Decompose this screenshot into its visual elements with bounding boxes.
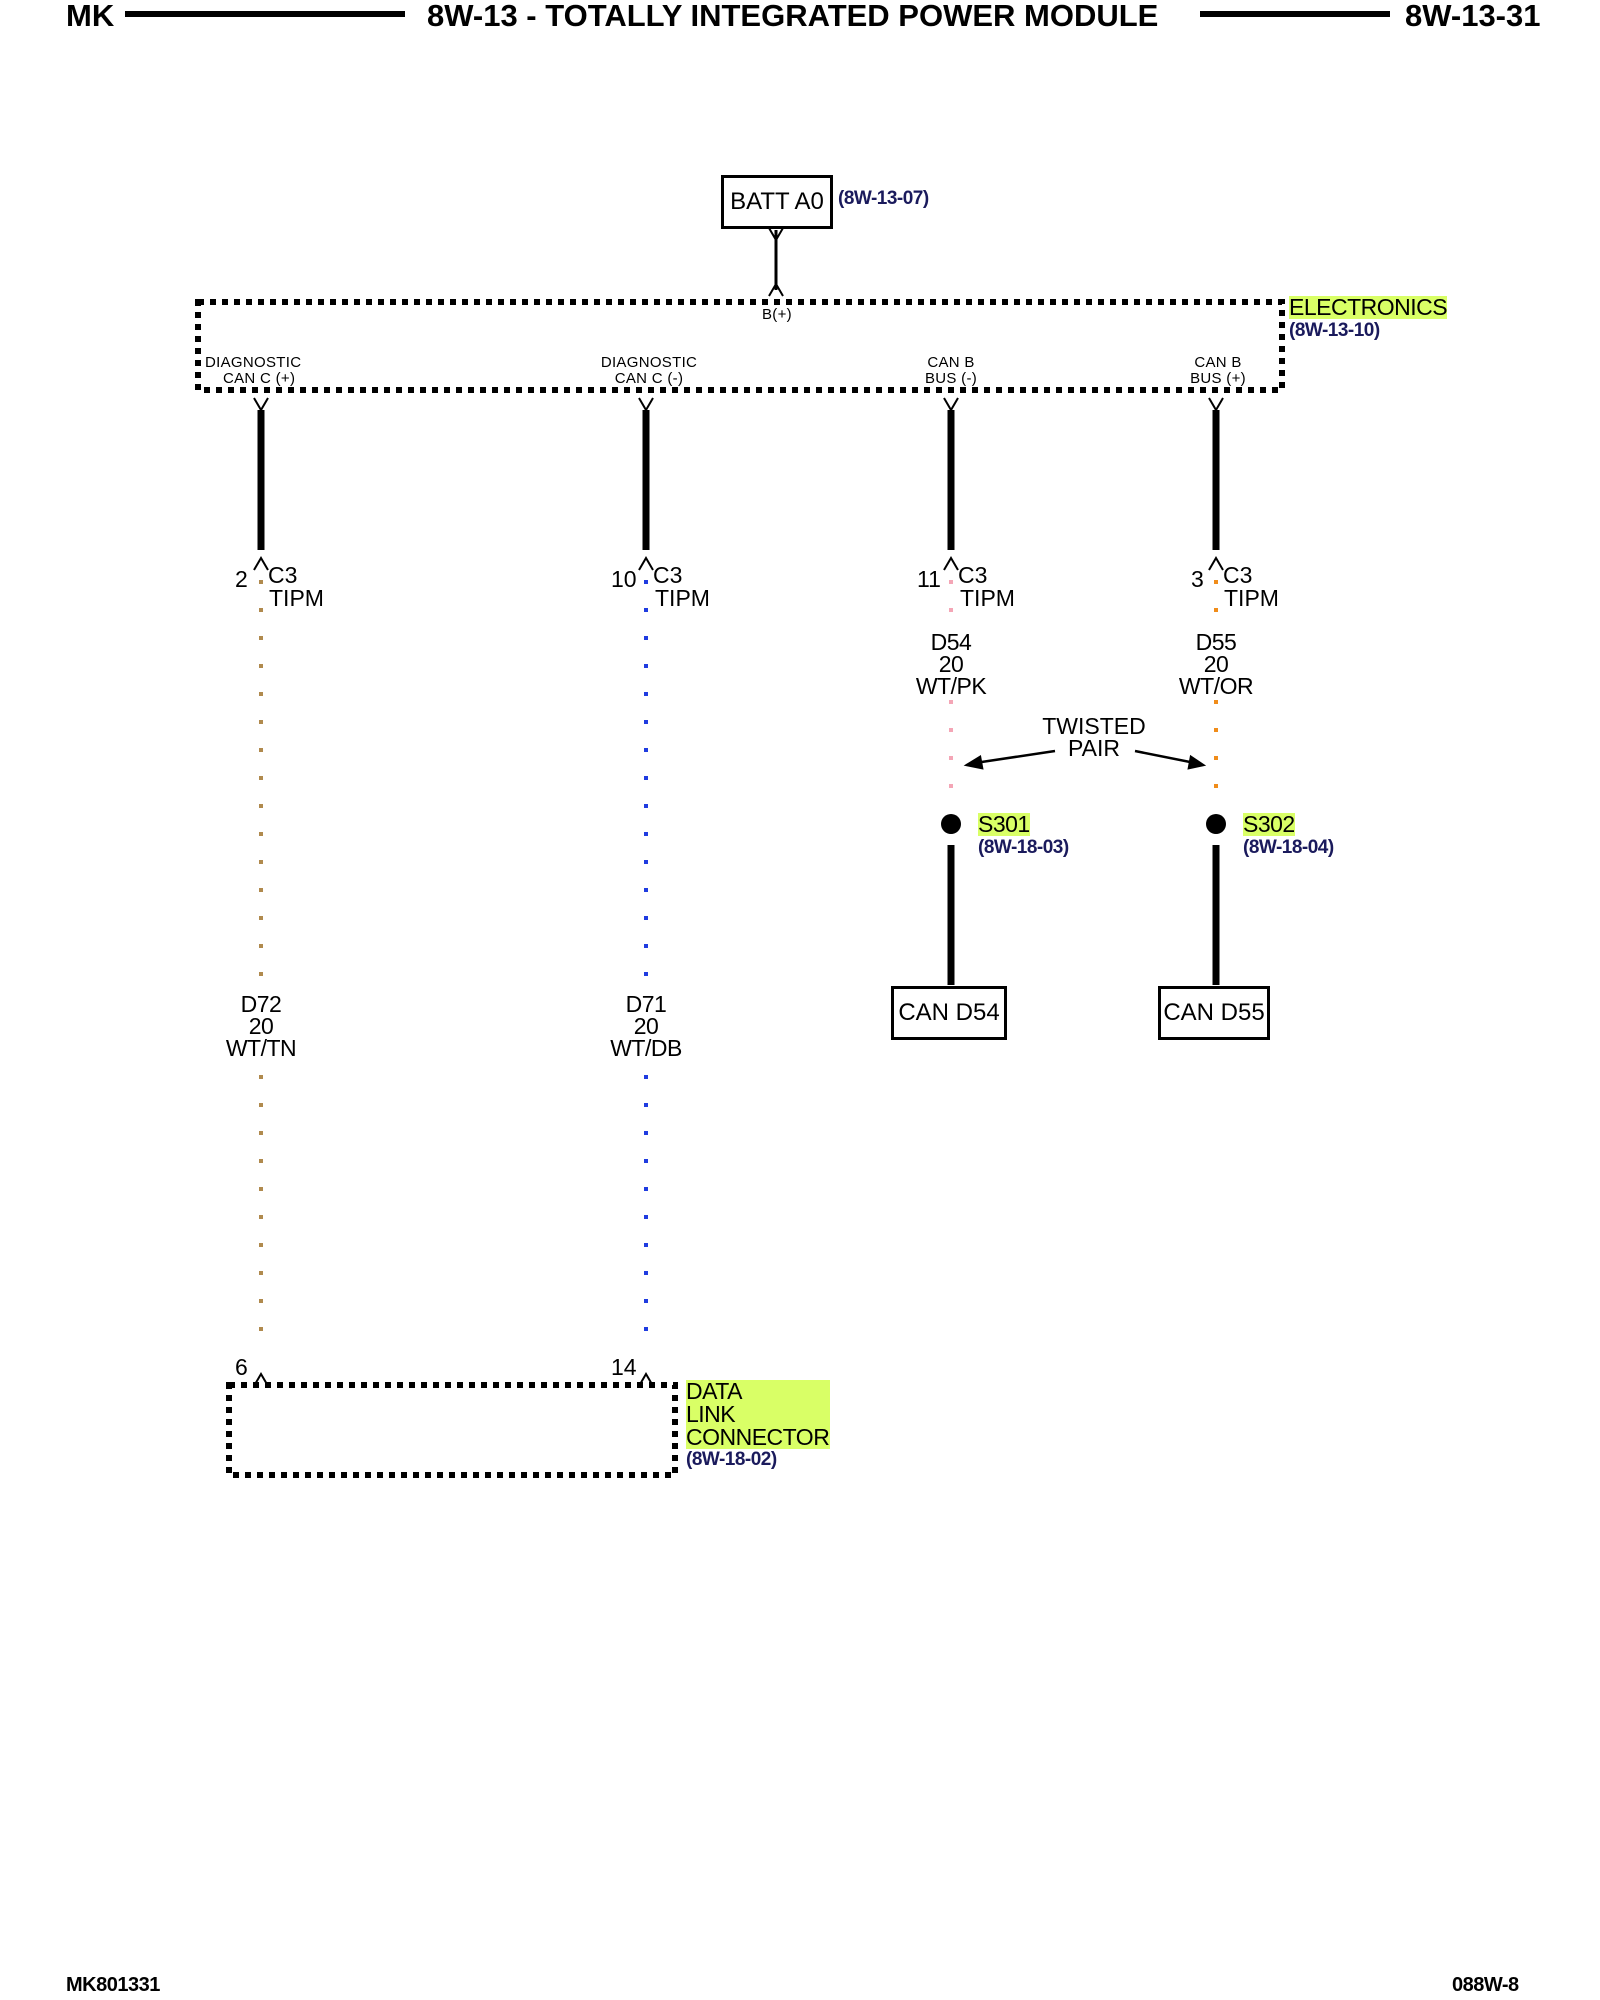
output-label-can-b-minus: CAN B BUS (-) <box>924 354 978 387</box>
splice-output-wires <box>947 845 1220 985</box>
tipm-pin-10: 10 <box>611 566 637 592</box>
splice-s302-ref: (8W-18-04) <box>1243 837 1334 858</box>
tipm-pin-3: 3 <box>1191 566 1204 592</box>
output-label-can-c-minus: DIAGNOSTIC CAN C (-) <box>600 354 698 387</box>
output-label-can-c-plus: DIAGNOSTIC CAN C (+) <box>205 354 302 387</box>
module-output-marks <box>253 397 1224 412</box>
splice-s301-ref: (8W-18-03) <box>978 837 1069 858</box>
electronics-input-pin: B(+) <box>762 306 792 323</box>
footer-right: 088W-8 <box>1452 1974 1519 1996</box>
header-rule-right <box>1200 11 1390 17</box>
electronics-ref: (8W-13-10) <box>1289 320 1380 341</box>
tipm-conn-c3-d: C3 <box>1223 562 1253 588</box>
splice-s302-dot <box>1206 814 1226 834</box>
header-rule-left <box>125 11 405 17</box>
electronics-module-outline <box>195 299 1285 393</box>
tipm-name-c: TIPM <box>960 585 1015 611</box>
tipm-conn-c3-b: C3 <box>653 562 683 588</box>
page-title: 8W-13 - TOTALLY INTEGRATED POWER MODULE <box>427 0 1159 33</box>
data-link-connector-label: DATA LINK CONNECTOR <box>686 1378 830 1450</box>
can-d54-box: CAN D54 <box>891 986 1007 1040</box>
header-left: MK <box>66 0 115 33</box>
header-right: 8W-13-31 <box>1405 0 1541 33</box>
output-label-can-b-plus: CAN B BUS (+) <box>1190 354 1246 387</box>
splice-s301-label: S301 <box>978 811 1030 837</box>
splice-s301-dot <box>941 814 961 834</box>
tipm-conn-c3-a: C3 <box>268 562 298 588</box>
dlc-pin-14: 14 <box>611 1354 637 1380</box>
tipm-feed-wires <box>257 410 1220 550</box>
tipm-pin-11: 11 <box>917 566 941 592</box>
tipm-connector-marks <box>253 556 1224 571</box>
data-link-connector-outline <box>226 1382 678 1478</box>
tipm-pin-2: 2 <box>235 566 248 592</box>
electronics-label: ELECTRONICS <box>1289 294 1448 320</box>
tipm-name-a: TIPM <box>269 585 324 611</box>
batt-terminal-mark <box>768 227 784 242</box>
batt-a0-box: BATT A0 <box>721 175 833 229</box>
can-d55-box: CAN D55 <box>1158 986 1270 1040</box>
twisted-pair-arrows <box>963 749 1207 770</box>
electronics-input-mark <box>768 282 784 297</box>
tipm-name-b: TIPM <box>655 585 710 611</box>
tipm-name-d: TIPM <box>1224 585 1279 611</box>
tipm-conn-c3-c: C3 <box>958 562 988 588</box>
splice-s302-label: S302 <box>1243 811 1295 837</box>
dlc-pin-6: 6 <box>235 1354 248 1380</box>
data-link-connector-ref: (8W-18-02) <box>686 1449 777 1470</box>
footer-left: MK801331 <box>66 1974 160 1996</box>
batt-a0-ref: (8W-13-07) <box>838 188 929 209</box>
